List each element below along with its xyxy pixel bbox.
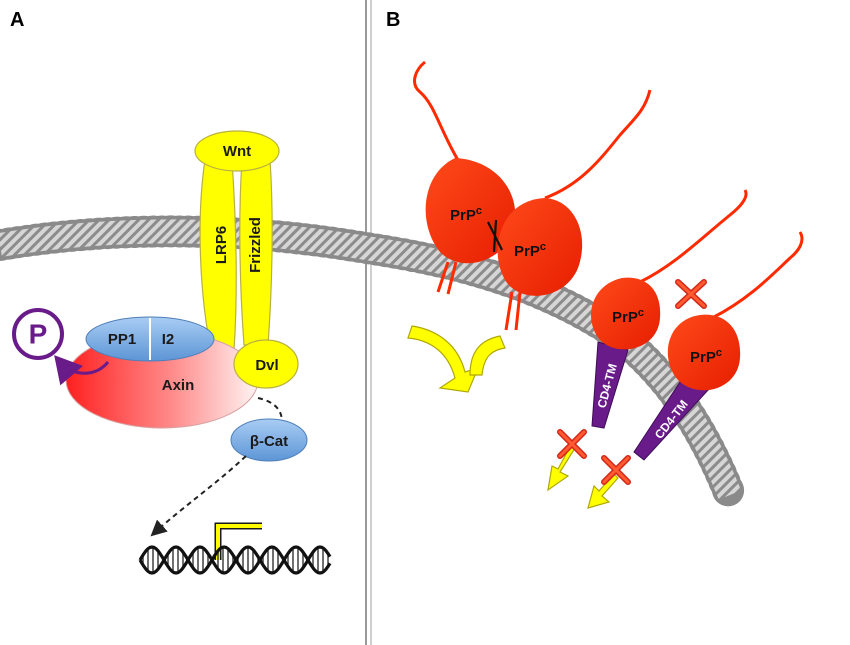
blocked-x-icon-3	[601, 455, 631, 485]
prion-4-label: PrPc	[690, 347, 722, 366]
cell-membrane	[0, 215, 746, 511]
frizzled-label: Frizzled	[247, 217, 264, 273]
prion-1-label: PrPc	[450, 205, 482, 224]
blocked-x-icon-2	[557, 429, 587, 459]
prion-3-label: PrPc	[612, 307, 644, 326]
prion-cd4tm-2: CD4-TM PrPc	[633, 231, 804, 461]
prion-protein-2: PrPc	[497, 89, 652, 331]
phosphate-circle: P	[12, 308, 64, 360]
prion-cd4tm-1: CD4-TM PrPc	[591, 189, 748, 429]
internalization-arrows-icon	[407, 325, 506, 393]
dna-strand-1	[138, 545, 332, 575]
wnt-ligand: Wnt	[194, 130, 280, 172]
panel-label-b: B	[386, 9, 400, 31]
phosphate-label: P	[29, 318, 48, 349]
beta-catenin-protein: β-Cat	[230, 418, 308, 462]
wnt-label: Wnt	[223, 143, 251, 160]
dimer-contact-mark	[487, 219, 503, 253]
frizzled-receptor: Frizzled	[239, 159, 273, 346]
prion-protein-1: PrPc	[413, 60, 516, 295]
i2-label: I2	[162, 331, 175, 348]
pp1-i2-complex: PP1 I2	[85, 316, 215, 362]
dvl-protein: Dvl	[233, 339, 299, 389]
dvl-label: Dvl	[255, 357, 278, 374]
blocked-x-icon-1	[675, 279, 707, 309]
beta-catenin-label: β-Cat	[250, 433, 288, 450]
panel-label-a: A	[10, 9, 24, 31]
axin-label: Axin	[162, 377, 195, 394]
lrp6-label: LRP6	[213, 226, 230, 264]
prion-2-label: PrPc	[514, 241, 546, 260]
betacat-to-dna-arrow	[150, 455, 247, 537]
dvl-to-betacat-dashed-line	[257, 397, 283, 423]
pp1-label: PP1	[108, 331, 136, 348]
dna-helix	[138, 545, 332, 575]
phosphorylation-arrow	[54, 355, 110, 386]
dna-strand-2	[138, 545, 332, 575]
